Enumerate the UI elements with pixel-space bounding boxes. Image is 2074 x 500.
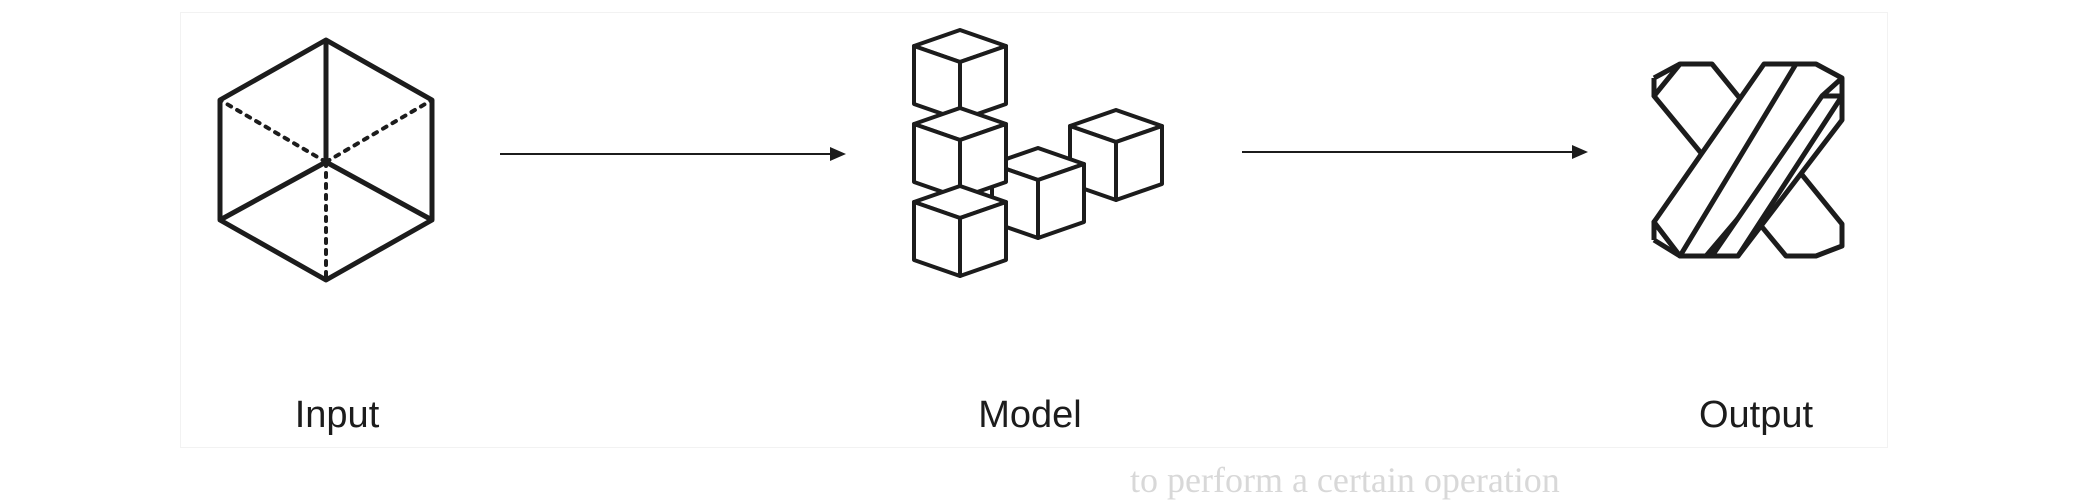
interlocked-bars-icon bbox=[1651, 61, 1845, 259]
hexagon-cube-icon bbox=[217, 37, 435, 283]
stacked-cubes-icon bbox=[912, 28, 1164, 278]
arrow-input-to-model bbox=[500, 147, 846, 161]
arrow-model-to-output bbox=[1242, 145, 1588, 159]
background-caption-text: to perform a certain operation bbox=[1130, 460, 1560, 500]
node-label-input: Input bbox=[294, 394, 380, 436]
node-label-model: Model bbox=[978, 394, 1082, 436]
node-label-output: Output bbox=[1698, 394, 1814, 436]
